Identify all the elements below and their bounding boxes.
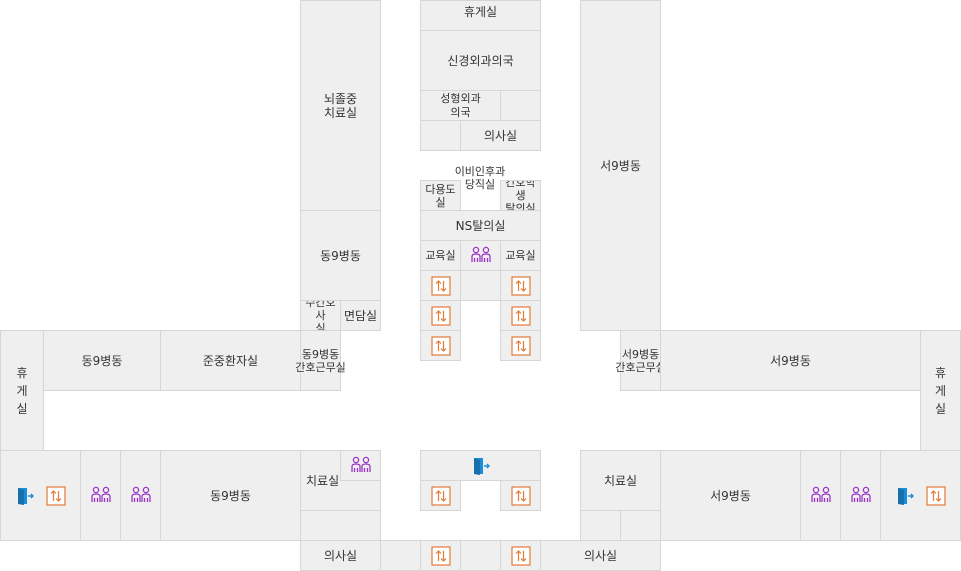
elevator-lower-2[interactable]: [500, 480, 541, 511]
elevator-center-2[interactable]: [500, 270, 541, 301]
head-nurse-room[interactable]: 수간호사 실: [300, 300, 341, 331]
west-ward-lower[interactable]: 서9병동: [660, 450, 801, 541]
elevator-icon: [510, 275, 531, 296]
elevator-center-3[interactable]: [420, 300, 461, 331]
lounge-top[interactable]: 휴게실: [420, 0, 541, 31]
elevator-bottom-1[interactable]: [420, 540, 461, 571]
east-ward-lower[interactable]: 동9병동: [160, 450, 301, 541]
west-lower-block-b: [620, 510, 661, 541]
east-lower-block: [300, 510, 381, 541]
elevator-icon: [510, 485, 531, 506]
lounge-right[interactable]: 휴 게 실: [920, 330, 961, 451]
elevator-center-4[interactable]: [500, 300, 541, 331]
elevator-center-6[interactable]: [500, 330, 541, 361]
elevator-icon: [430, 545, 451, 566]
east-nurse-station[interactable]: 동9병동 간호근무실: [295, 330, 346, 391]
treatment-room-right[interactable]: 치료실: [580, 450, 661, 511]
lounge-left[interactable]: 휴 게 실: [0, 330, 44, 451]
exit-center[interactable]: [420, 450, 541, 481]
elevator-icon: [510, 305, 531, 326]
plastic-surgery-office[interactable]: 성형외과 의국: [420, 90, 501, 121]
elevator-icon: [46, 485, 66, 506]
elevator-icon: [430, 275, 451, 296]
education-room-right[interactable]: 교육실: [500, 240, 541, 271]
doctors-room-top[interactable]: 의사실: [460, 120, 541, 151]
restroom-icon: [470, 246, 491, 262]
center-block-a: [420, 120, 461, 151]
exit-right[interactable]: [880, 450, 961, 541]
doctors-room-bottom-left[interactable]: 의사실: [300, 540, 381, 571]
elevator-icon: [510, 545, 531, 566]
emergency-exit-icon: [17, 487, 34, 505]
semi-icu[interactable]: 준중환자실: [160, 330, 301, 391]
elevator-icon: [430, 305, 451, 326]
multi-purpose-room[interactable]: 다용도 실: [420, 180, 461, 211]
bottom-block-b: [460, 540, 501, 571]
restroom-icon: [90, 486, 111, 502]
restroom-icon: [130, 486, 151, 502]
elevator-icon: [926, 485, 946, 506]
west-ward-upper[interactable]: 서9병동: [580, 0, 661, 331]
restroom-icon: [350, 456, 371, 472]
elevator-bottom-2[interactable]: [500, 540, 541, 571]
ns-changing-room[interactable]: NS탈의실: [420, 210, 541, 241]
neurosurgery-office[interactable]: 신경외과의국: [420, 30, 541, 91]
restroom-left-2[interactable]: [120, 450, 161, 541]
elevator-icon: [430, 335, 451, 356]
restroom-right-2[interactable]: [840, 450, 881, 541]
west-ward-right[interactable]: 서9병동: [660, 330, 921, 391]
emergency-exit-icon: [897, 487, 914, 505]
restroom-icon: [850, 486, 871, 502]
elevator-center-1[interactable]: [420, 270, 461, 301]
elevator-icon: [430, 485, 451, 506]
stroke-unit[interactable]: 뇌졸중 치료실: [300, 0, 381, 211]
elevator-icon: [510, 335, 531, 356]
west-lower-block-a: [580, 510, 621, 541]
nursing-student-changing-room[interactable]: 간호학생 탈의실: [500, 180, 541, 211]
center-block-b: [500, 90, 541, 121]
restroom-treatment[interactable]: [340, 450, 381, 481]
restroom-left-1[interactable]: [80, 450, 121, 541]
elevator-center-5[interactable]: [420, 330, 461, 361]
restroom-icon: [810, 486, 831, 502]
exit-left[interactable]: [0, 450, 81, 541]
bottom-block-a: [380, 540, 421, 571]
center-gap: [460, 270, 501, 301]
west-nurse-station[interactable]: 서9병동 간호근무실: [615, 330, 666, 391]
restroom-center[interactable]: [460, 240, 501, 271]
elevator-lower-1[interactable]: [420, 480, 461, 511]
east-ward-upper[interactable]: 동9병동: [300, 210, 381, 301]
ent-duty-room[interactable]: 이비인후과 당직실: [454, 165, 506, 191]
doctors-room-bottom-right[interactable]: 의사실: [540, 540, 661, 571]
interview-room[interactable]: 면담실: [340, 300, 381, 331]
education-room-left[interactable]: 교육실: [420, 240, 461, 271]
restroom-right-1[interactable]: [800, 450, 841, 541]
east-ward-left[interactable]: 동9병동: [43, 330, 161, 391]
emergency-exit-icon: [473, 457, 490, 475]
